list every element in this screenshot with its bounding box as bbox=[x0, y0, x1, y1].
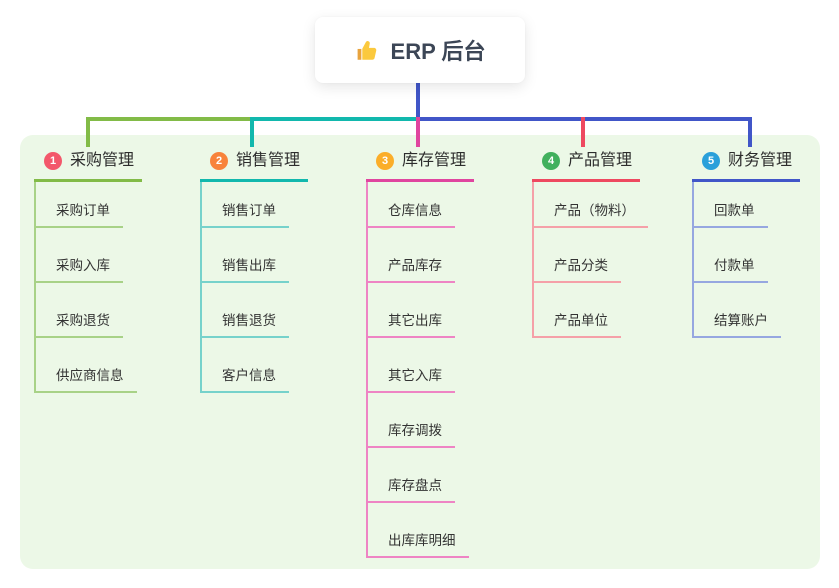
child-node: 回款单 bbox=[692, 182, 800, 228]
child-node: 其它入库 bbox=[366, 338, 474, 393]
child-node-label[interactable]: 产品（物料） bbox=[532, 201, 648, 228]
branch-badge-4: 4 bbox=[542, 152, 560, 170]
child-node: 付款单 bbox=[692, 228, 800, 283]
branch-node-3: 3 库存管理 仓库信息 产品库存 其它出库 其它入库 库存调拨 库存盘点 出库库… bbox=[366, 150, 475, 558]
child-node: 产品分类 bbox=[532, 228, 648, 283]
child-node-label[interactable]: 采购入库 bbox=[34, 256, 123, 283]
child-node-label[interactable]: 其它入库 bbox=[366, 366, 455, 393]
child-node-label[interactable]: 销售订单 bbox=[200, 201, 289, 228]
branches-panel bbox=[20, 135, 820, 569]
child-node: 出库库明细 bbox=[366, 503, 474, 558]
child-node: 供应商信息 bbox=[34, 338, 142, 393]
root-connector-line bbox=[416, 82, 420, 119]
branch-header-4[interactable]: 4 产品管理 bbox=[532, 150, 641, 182]
child-node: 采购入库 bbox=[34, 228, 142, 283]
drop-line-branch-3 bbox=[416, 117, 420, 147]
child-node: 结算账户 bbox=[692, 283, 800, 338]
child-node-label[interactable]: 付款单 bbox=[692, 256, 768, 283]
branch-node-4: 4 产品管理 产品（物料） 产品分类 产品单位 bbox=[532, 150, 648, 338]
root-node[interactable]: ERP 后台 bbox=[315, 17, 525, 83]
branch-node-2: 2 销售管理 销售订单 销售出库 销售退货 客户信息 bbox=[200, 150, 309, 393]
drop-line-branch-1 bbox=[86, 117, 90, 147]
root-node-label: ERP 后台 bbox=[390, 39, 486, 64]
child-node: 销售退货 bbox=[200, 283, 308, 338]
child-node-label[interactable]: 销售出库 bbox=[200, 256, 289, 283]
drop-line-branch-2 bbox=[250, 117, 254, 147]
branch-header-1[interactable]: 1 采购管理 bbox=[34, 150, 143, 182]
bus-line-green bbox=[86, 117, 254, 121]
child-node-label[interactable]: 出库库明细 bbox=[366, 531, 469, 558]
child-node-label[interactable]: 采购退货 bbox=[34, 311, 123, 338]
child-node-label[interactable]: 产品单位 bbox=[532, 311, 621, 338]
branch-label-1: 采购管理 bbox=[70, 152, 135, 169]
drop-line-branch-4 bbox=[581, 117, 585, 147]
branch-badge-3: 3 bbox=[376, 152, 394, 170]
child-node: 产品库存 bbox=[366, 228, 474, 283]
child-node-label[interactable]: 供应商信息 bbox=[34, 366, 137, 393]
child-node: 产品（物料） bbox=[532, 182, 648, 228]
child-node: 仓库信息 bbox=[366, 182, 474, 228]
child-node: 库存盘点 bbox=[366, 448, 474, 503]
branch-badge-1: 1 bbox=[44, 152, 62, 170]
drop-line-branch-5 bbox=[748, 117, 752, 147]
branch-children-3: 仓库信息 产品库存 其它出库 其它入库 库存调拨 库存盘点 出库库明细 bbox=[366, 182, 474, 558]
child-node: 产品单位 bbox=[532, 283, 648, 338]
branch-label-4: 产品管理 bbox=[568, 152, 633, 169]
branch-label-3: 库存管理 bbox=[402, 152, 467, 169]
child-node-label[interactable]: 销售退货 bbox=[200, 311, 289, 338]
child-node-label[interactable]: 结算账户 bbox=[692, 311, 781, 338]
branch-label-5: 财务管理 bbox=[728, 152, 793, 169]
thumbs-up-icon bbox=[357, 40, 376, 60]
child-node-label[interactable]: 客户信息 bbox=[200, 366, 289, 393]
branch-badge-5: 5 bbox=[702, 152, 720, 170]
branch-children-2: 销售订单 销售出库 销售退货 客户信息 bbox=[200, 182, 308, 393]
branch-label-2: 销售管理 bbox=[236, 152, 301, 169]
child-node-label[interactable]: 回款单 bbox=[692, 201, 768, 228]
child-node: 采购退货 bbox=[34, 283, 142, 338]
child-node-label[interactable]: 仓库信息 bbox=[366, 201, 455, 228]
branch-header-3[interactable]: 3 库存管理 bbox=[366, 150, 475, 182]
child-node-label[interactable]: 其它出库 bbox=[366, 311, 455, 338]
branch-header-5[interactable]: 5 财务管理 bbox=[692, 150, 801, 182]
child-node: 采购订单 bbox=[34, 182, 142, 228]
child-node: 客户信息 bbox=[200, 338, 308, 393]
branch-children-4: 产品（物料） 产品分类 产品单位 bbox=[532, 182, 648, 338]
branch-children-5: 回款单 付款单 结算账户 bbox=[692, 182, 800, 338]
branch-node-1: 1 采购管理 采购订单 采购入库 采购退货 供应商信息 bbox=[34, 150, 143, 393]
child-node: 销售订单 bbox=[200, 182, 308, 228]
branch-badge-2: 2 bbox=[210, 152, 228, 170]
child-node-label[interactable]: 产品分类 bbox=[532, 256, 621, 283]
child-node-label[interactable]: 库存盘点 bbox=[366, 476, 455, 503]
child-node-label[interactable]: 产品库存 bbox=[366, 256, 455, 283]
child-node: 销售出库 bbox=[200, 228, 308, 283]
child-node-label[interactable]: 库存调拨 bbox=[366, 421, 455, 448]
branch-node-5: 5 财务管理 回款单 付款单 结算账户 bbox=[692, 150, 801, 338]
bus-line-teal bbox=[250, 117, 419, 121]
branch-children-1: 采购订单 采购入库 采购退货 供应商信息 bbox=[34, 182, 142, 393]
child-node: 库存调拨 bbox=[366, 393, 474, 448]
child-node-label[interactable]: 采购订单 bbox=[34, 201, 123, 228]
branch-header-2[interactable]: 2 销售管理 bbox=[200, 150, 309, 182]
child-node: 其它出库 bbox=[366, 283, 474, 338]
